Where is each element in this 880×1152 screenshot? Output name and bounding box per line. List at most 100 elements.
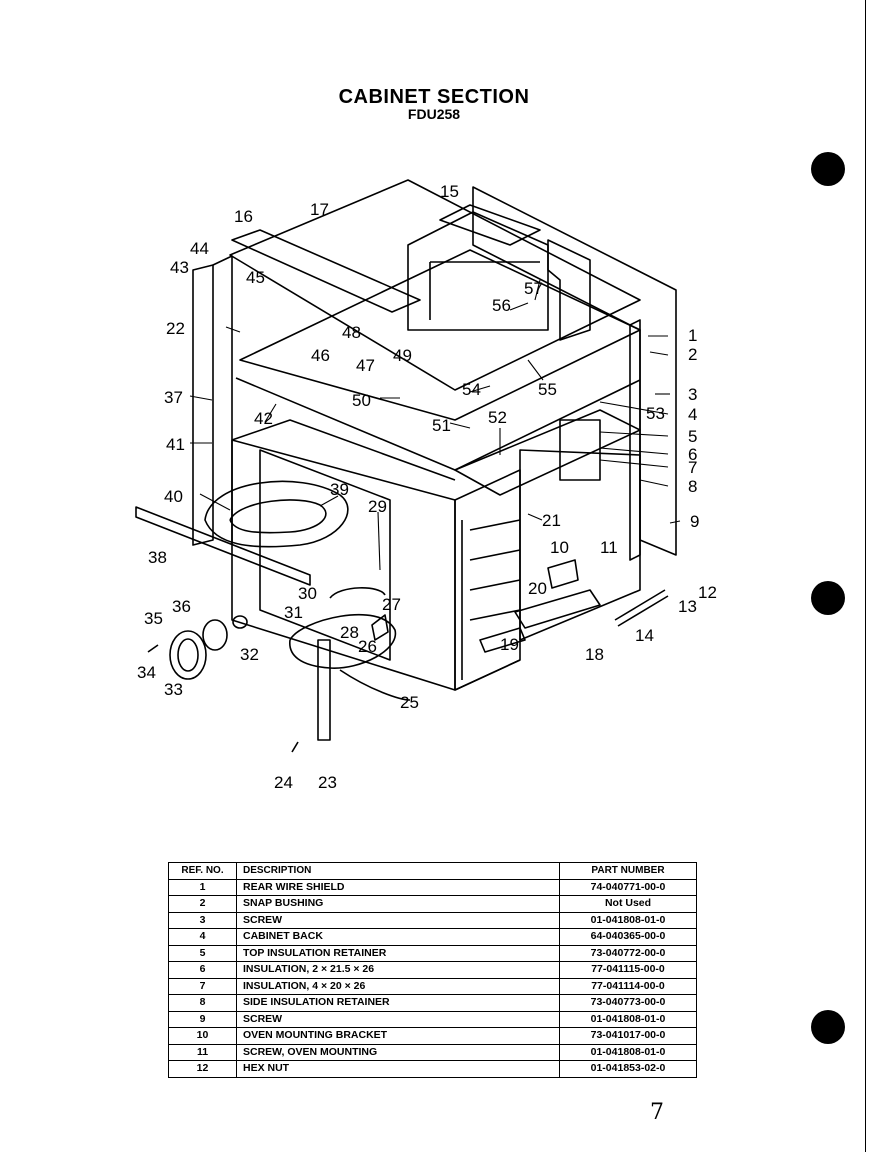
description-cell: INSULATION, 4 × 20 × 26 [236, 977, 560, 995]
ref-cell: 7 [168, 977, 237, 995]
callout-38: 38 [148, 548, 167, 567]
callout-labels: 1 2 3 4 5 6 7 8 9 10 11 12 13 14 15 16 1… [137, 182, 717, 792]
callout-56: 56 [492, 296, 511, 315]
callout-17: 17 [310, 200, 329, 219]
top-insulation [454, 409, 641, 496]
callout-31: 31 [284, 603, 303, 622]
broil-element [289, 614, 397, 669]
callout-32: 32 [240, 645, 259, 664]
part-number-cell: 01-041808-01-0 [559, 1043, 697, 1061]
callout-50: 50 [352, 391, 371, 410]
part-number-cell: 73-040773-00-0 [559, 994, 697, 1012]
part-number-cell: 01-041853-02-0 [559, 1060, 697, 1078]
table-header-row: REF. NO. DESCRIPTION PART NUMBER [168, 862, 697, 880]
callout-23: 23 [318, 773, 337, 792]
callout-12: 12 [698, 583, 717, 602]
callout-55: 55 [538, 380, 557, 399]
callout-22: 22 [166, 319, 185, 338]
callout-24: 24 [274, 773, 293, 792]
col-header-part-number: PART NUMBER [559, 862, 697, 880]
callout-21: 21 [542, 511, 561, 530]
part-number-cell: 74-040771-00-0 [559, 878, 697, 896]
description-cell: CABINET BACK [236, 928, 560, 946]
callout-57: 57 [524, 279, 543, 298]
description-cell: SCREW [236, 911, 560, 929]
rear-duct [547, 239, 591, 341]
callout-28: 28 [340, 623, 359, 642]
callout-37: 37 [164, 388, 183, 407]
part-number-cell: 77-041114-00-0 [559, 977, 697, 995]
callout-7: 7 [688, 458, 697, 477]
callout-3: 3 [688, 385, 697, 404]
part-number-cell: 01-041808-01-0 [559, 911, 697, 929]
description-cell: HEX NUT [236, 1060, 560, 1078]
callout-14: 14 [635, 626, 654, 645]
callout-42: 42 [254, 409, 273, 428]
binder-hole-top [811, 152, 845, 186]
binder-hole-bottom [811, 1010, 845, 1044]
callout-27: 27 [382, 595, 401, 614]
top-rear-box [407, 211, 549, 331]
leader-lines [189, 279, 681, 571]
description-cell: INSULATION, 2 × 21.5 × 26 [236, 961, 560, 979]
callout-10: 10 [550, 538, 569, 557]
binder-hole-middle [811, 581, 845, 615]
callout-25: 25 [400, 693, 419, 712]
ref-cell: 5 [168, 944, 237, 962]
page-edge-line [865, 0, 866, 1152]
rod [614, 589, 669, 627]
callout-16: 16 [234, 207, 253, 226]
callout-34: 34 [137, 663, 156, 682]
col-header-description: DESCRIPTION [236, 862, 560, 880]
callout-52: 52 [488, 408, 507, 427]
ref-cell: 2 [168, 895, 237, 913]
ref-cell: 1 [168, 878, 237, 896]
part-number-cell: 01-041808-01-0 [559, 1010, 697, 1028]
ref-cell: 9 [168, 1010, 237, 1028]
callout-41: 41 [166, 435, 185, 454]
callout-20: 20 [528, 579, 547, 598]
callout-46: 46 [311, 346, 330, 365]
ref-cell: 11 [168, 1043, 237, 1061]
callout-36: 36 [172, 597, 191, 616]
description-cell: SCREW, OVEN MOUNTING [236, 1043, 560, 1061]
callout-2: 2 [688, 345, 697, 364]
oven-front-frame [259, 449, 391, 661]
page-title: CABINET SECTION [338, 86, 530, 108]
part-number-cell: 64-040365-00-0 [559, 928, 697, 946]
ref-cell: 4 [168, 928, 237, 946]
callout-33: 33 [164, 680, 183, 699]
description-cell: TOP INSULATION RETAINER [236, 944, 560, 962]
description-cell: REAR WIRE SHIELD [236, 878, 560, 896]
callout-6: 6 [688, 445, 697, 464]
top-plate [229, 179, 641, 391]
part-number-cell: Not Used [559, 895, 697, 913]
callout-51: 51 [432, 416, 451, 435]
model-number: FDU258 [407, 106, 461, 122]
callout-5: 5 [688, 427, 697, 446]
ref-cell: 8 [168, 994, 237, 1012]
oven-mounting-bracket [547, 559, 579, 589]
callout-1: 1 [688, 326, 697, 345]
col-header-ref: REF. NO. [168, 862, 237, 880]
callout-29: 29 [368, 497, 387, 516]
part-number-cell: 73-041017-00-0 [559, 1027, 697, 1045]
callout-15: 15 [440, 182, 459, 201]
callout-26: 26 [358, 637, 377, 656]
callout-19: 19 [500, 635, 519, 654]
handwritten-mark: 7 [650, 1100, 664, 1125]
callout-8: 8 [688, 477, 697, 496]
description-cell: OVEN MOUNTING BRACKET [236, 1027, 560, 1045]
callout-45: 45 [246, 268, 265, 287]
callout-54: 54 [462, 380, 481, 399]
